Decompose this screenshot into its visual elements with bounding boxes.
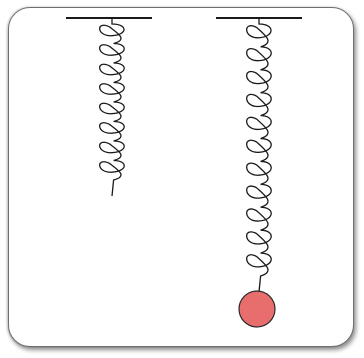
spring-loaded — [216, 18, 302, 327]
coil-right — [247, 18, 272, 292]
hanging-mass — [239, 291, 275, 327]
coil-left — [100, 18, 125, 196]
spring-unloaded — [66, 18, 152, 196]
